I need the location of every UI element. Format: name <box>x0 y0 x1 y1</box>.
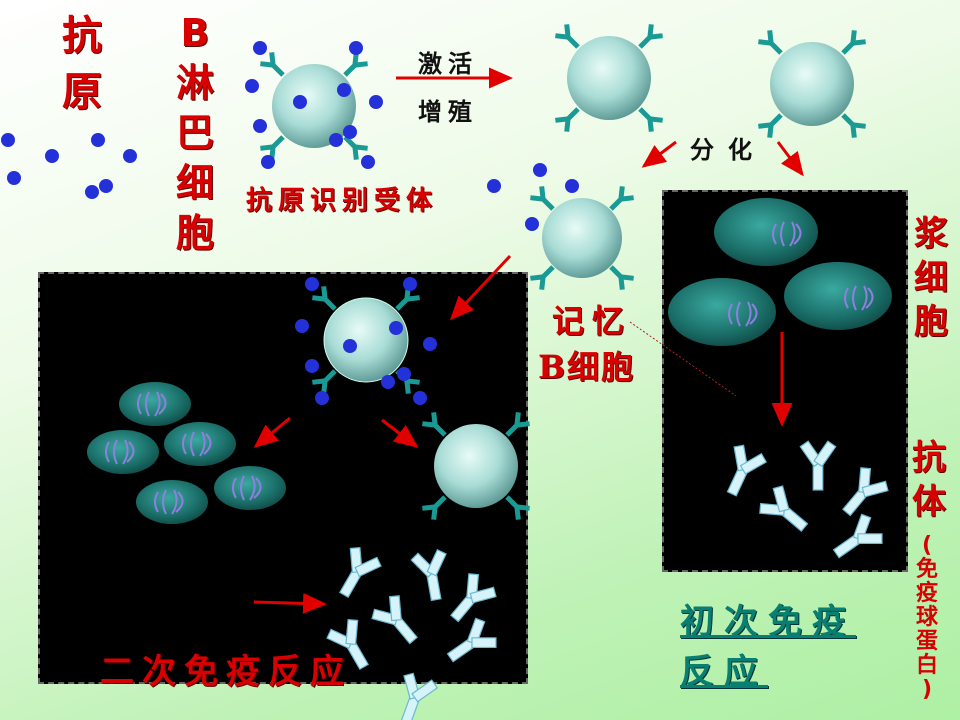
antigen-dot <box>1 133 15 147</box>
differentiate-arrow-right <box>776 141 804 177</box>
note-char: 免 <box>916 557 939 582</box>
receptor-label: 抗原识别受体 <box>246 186 439 216</box>
secondary-antibodies <box>323 543 502 720</box>
antigen-dot <box>123 149 137 163</box>
memory-to-secondary-arrow <box>449 254 512 321</box>
b-lymph-char: B <box>180 11 210 55</box>
b-lymph-char: 胞 <box>176 211 215 255</box>
secondary-plasma-cells <box>87 382 286 524</box>
b-lymphocyte-label: B 淋 巴 细 胞 <box>176 8 214 258</box>
antigen-dot <box>7 171 21 185</box>
memory-label: 记忆 <box>552 302 633 340</box>
b-lymph-char: 细 <box>176 161 215 205</box>
note-char: ( <box>921 533 933 558</box>
plasma-char: 胞 <box>914 302 948 342</box>
antigen-dot <box>99 179 113 193</box>
activate-label: 激活 <box>418 49 478 78</box>
secondary-b-cell <box>295 277 437 405</box>
differentiate-arrow-left <box>641 140 677 168</box>
antibody-label: 抗 体 <box>912 436 946 524</box>
antigen-char: 抗 <box>62 12 102 59</box>
memory-b-cell-label: B细胞 <box>538 348 636 386</box>
antigen-dot <box>91 133 105 147</box>
secondary-arrow-plasma <box>253 416 291 448</box>
primary-response-label: 初次免疫 <box>680 602 856 642</box>
primary-response-label-2: 反应 <box>680 652 768 692</box>
secondary-arrow-antibody <box>253 592 327 614</box>
antigen-dot <box>85 185 99 199</box>
note-char: ) <box>921 677 933 702</box>
b-cell-activated-1 <box>555 24 662 131</box>
note-char: 蛋 <box>916 629 939 654</box>
note-char: 球 <box>916 605 939 630</box>
primary-antibodies <box>715 440 893 569</box>
secondary-response-label: 二次免疫反应 <box>100 652 352 692</box>
differentiate-label: 分化 <box>690 135 766 164</box>
secondary-memory-cell <box>422 412 529 519</box>
plasma-char: 浆 <box>914 214 948 254</box>
antigen-char: 原 <box>62 68 102 115</box>
primary-plasma-cells <box>668 198 892 346</box>
proliferate-label: 增殖 <box>418 97 478 126</box>
b-cell-activated-2 <box>758 30 865 137</box>
b-cell-naive <box>245 41 383 169</box>
antigen-dot <box>45 149 59 163</box>
antigen-label: 抗 原 <box>62 8 102 120</box>
b-lymph-char: 淋 <box>176 61 215 105</box>
immunoglobulin-note: ( 免 疫 球 蛋 白 ) <box>916 534 938 702</box>
memory-dotted-link <box>629 321 737 397</box>
antigen-dots <box>1 133 137 199</box>
antibody-char: 体 <box>912 482 946 522</box>
note-char: 疫 <box>916 581 939 606</box>
secondary-arrow-memory <box>381 418 419 448</box>
plasma-cell-label: 浆 细 胞 <box>914 212 948 344</box>
antibody-char: 抗 <box>912 438 946 478</box>
b-lymph-char: 巴 <box>176 111 215 155</box>
note-char: 白 <box>916 653 939 678</box>
memory-b-cell <box>487 163 634 290</box>
plasma-char: 细 <box>914 258 948 298</box>
